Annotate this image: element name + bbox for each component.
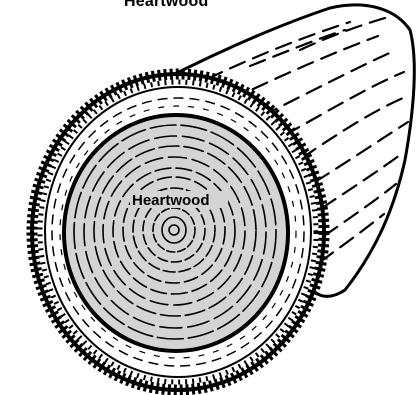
heartwood-label: Heartwood [132,193,210,208]
top-title: Heartwood [124,0,208,10]
